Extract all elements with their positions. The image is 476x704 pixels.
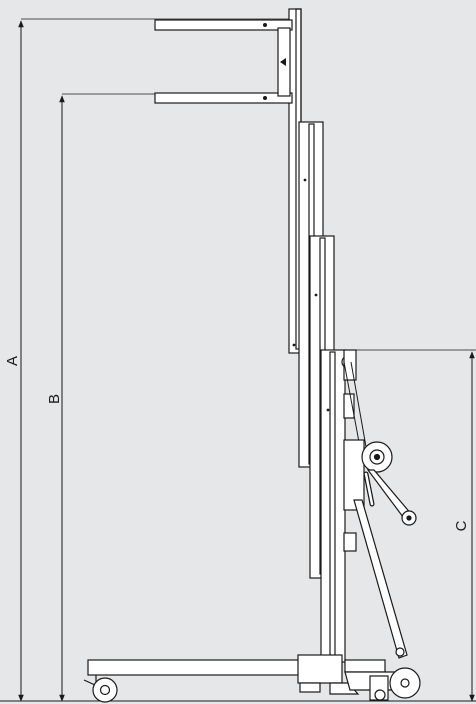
mast-pins	[292, 178, 330, 412]
dimension-label-a: A	[4, 356, 21, 367]
forks	[154, 19, 293, 104]
base-beam	[87, 659, 309, 676]
dimension-label-b: B	[46, 394, 63, 405]
dimension-b	[59, 93, 290, 702]
mast-section-4	[320, 349, 346, 663]
mast	[288, 8, 346, 663]
base	[83, 654, 421, 703]
base-housing	[297, 654, 343, 684]
dimension-a	[18, 18, 290, 702]
upper-fork	[154, 19, 293, 31]
base-foot	[299, 682, 321, 693]
dimension-label-c: C	[453, 520, 470, 532]
dimension-c	[340, 349, 476, 702]
support-strut	[353, 499, 408, 659]
lower-fork	[154, 92, 293, 104]
base-plate	[329, 682, 360, 695]
winch-assembly	[341, 349, 417, 659]
